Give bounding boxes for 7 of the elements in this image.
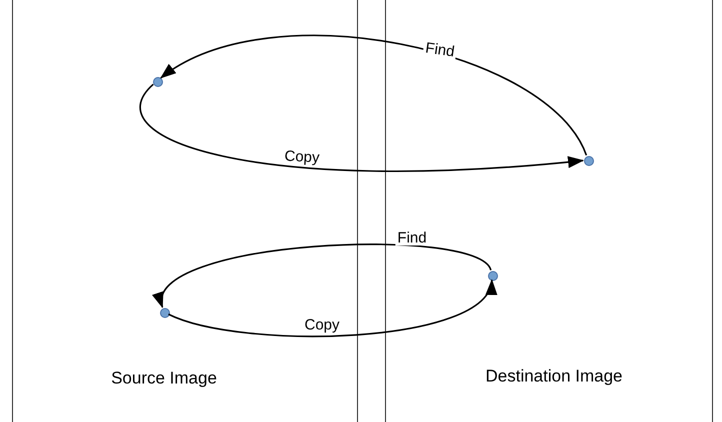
edge-label: Find [395,230,429,246]
edge-label: Find [422,40,458,60]
panel-title: Destination Image [485,365,623,388]
curved-arrow [140,84,584,172]
edge-label: Copy [282,148,322,166]
panel-title: Source Image [111,367,217,390]
curved-arrow [160,34,588,156]
